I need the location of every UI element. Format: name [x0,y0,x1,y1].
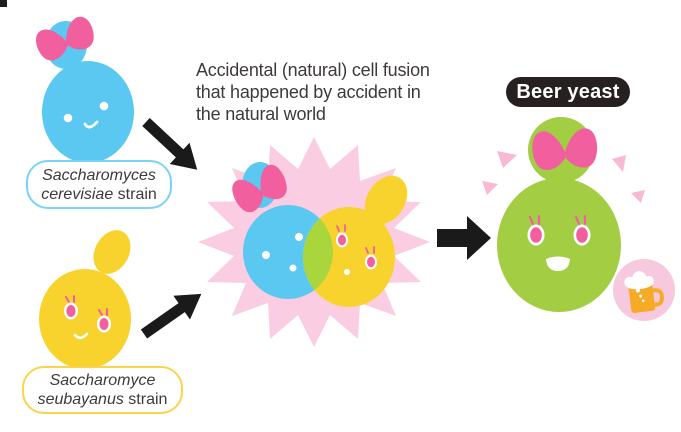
beer-yeast-body [497,178,621,312]
corner-mark [0,0,7,7]
beer-yeast-eye-left [527,214,545,246]
fused-yellow-eye-right [365,246,377,270]
fused-cells [227,161,408,307]
beer-yeast-eye-right [573,214,591,246]
seubayanus-eye-right [97,308,111,333]
arrow-up-right-icon [135,281,210,346]
sparkle-triangles [482,151,645,203]
beer-badge [613,259,675,321]
cerevisiae-cell [32,13,134,163]
cerevisiae-smile [83,120,99,129]
seubayanus-smile [73,332,89,340]
beer-yeast-mouth [546,256,570,271]
strain-name-line1: Saccharomyce [49,372,156,389]
seubayanus-bud [93,230,131,274]
strain-name-line2: cerevisiae strain [41,185,157,203]
cerevisiae-strain-label: Saccharomyces cerevisiae strain [26,160,172,209]
fused-yellow-bud [364,175,408,225]
beer-yeast-badge: Beer yeast [506,77,630,107]
description-text: Accidental (natural) cell fusion that ha… [196,59,486,125]
description-line: the natural world [196,104,326,124]
sparkle-icon [631,190,645,203]
cerevisiae-eye-left [63,113,73,123]
seubayanus-strain-label: Saccharomyce seubayanus strain [22,366,183,414]
fused-yellow-eye-left [336,224,348,248]
sparkle-icon [482,181,498,195]
beer-yeast-cell [497,117,621,312]
cerevisiae-eye-right [99,101,109,111]
seubayanus-eye-left [64,295,78,320]
strain-name-line1: Saccharomyces [42,166,156,184]
cerevisiae-body [42,61,134,163]
strain-name-line2: seubayanus strain [37,391,168,408]
fused-blue-dot [289,264,297,272]
fused-blue-dot [295,233,303,241]
fused-yellow-dot [344,269,350,275]
beer-mug-icon [624,271,664,313]
arrow-right-icon [437,216,491,260]
sparkle-icon [497,151,517,168]
seubayanus-body [39,269,131,369]
fused-blue-dot [262,251,270,259]
description-line: Accidental (natural) cell fusion [196,60,430,80]
sparkle-icon [612,155,626,172]
seubayanus-cell [39,230,131,369]
description-line: that happened by accident in [196,82,421,102]
